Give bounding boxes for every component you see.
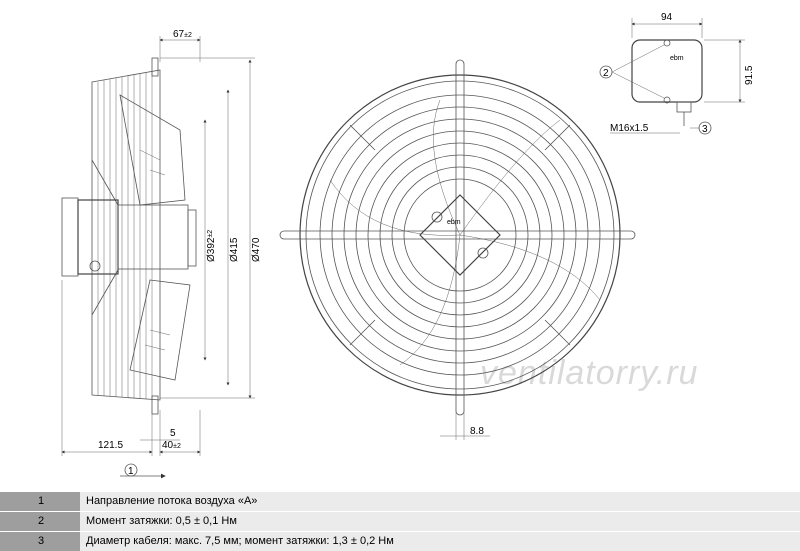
legend-row: 2 Момент затяжки: 0,5 ± 0,1 Нм [0, 512, 800, 531]
legend-text: Диаметр кабеля: макс. 7,5 мм; момент зат… [80, 532, 800, 551]
legend-number: 3 [0, 532, 80, 551]
technical-drawing: ventilatorry.ru Ø39 [61, 12, 755, 479]
callout-2: 2 [603, 68, 609, 79]
dim-40: 40 [162, 440, 174, 451]
side-view: Ø392±2 Ø415 Ø470 67±2 121.5 5 40±2 1 [61, 29, 262, 479]
legend-number: 1 [0, 492, 80, 511]
callout-3: 3 [702, 124, 708, 135]
legend-row: 1 Направление потока воздуха «A» [0, 492, 800, 511]
box-brand: ebm [670, 55, 684, 62]
dim-d392-tol: ±2 [207, 230, 214, 238]
dim-d392: Ø392 [206, 237, 217, 262]
callout-1: 1 [128, 466, 134, 477]
dim-5: 5 [170, 428, 176, 439]
terminal-box-view: ebm 94 91.5 2 M16x1.5 3 [599, 12, 755, 135]
svg-text:Ø392±2: Ø392±2 [206, 230, 217, 262]
front-view: ebm 8.8 [279, 59, 636, 440]
dim-67: 67 [173, 29, 185, 40]
dim-67-tol: ±2 [184, 32, 192, 39]
dim-d415: Ø415 [229, 237, 240, 262]
dim-40-tol: ±2 [173, 443, 181, 450]
dim-94: 94 [661, 12, 673, 23]
legend-text: Направление потока воздуха «A» [80, 492, 800, 511]
watermark: ventilatorry.ru [480, 354, 698, 392]
dim-91-5: 91.5 [744, 65, 755, 85]
svg-text:40±2: 40±2 [162, 440, 181, 451]
thread-label: M16x1.5 [610, 123, 649, 134]
dim-121-5: 121.5 [98, 440, 123, 451]
legend-text: Момент затяжки: 0,5 ± 0,1 Нм [80, 512, 800, 531]
legend-row: 3 Диаметр кабеля: макс. 7,5 мм; момент з… [0, 532, 800, 551]
hub-brand: ebm [447, 219, 461, 226]
svg-text:67±2: 67±2 [173, 29, 192, 40]
legend-number: 2 [0, 512, 80, 531]
dim-8-8: 8.8 [470, 426, 484, 437]
dim-d470: Ø470 [251, 237, 262, 262]
